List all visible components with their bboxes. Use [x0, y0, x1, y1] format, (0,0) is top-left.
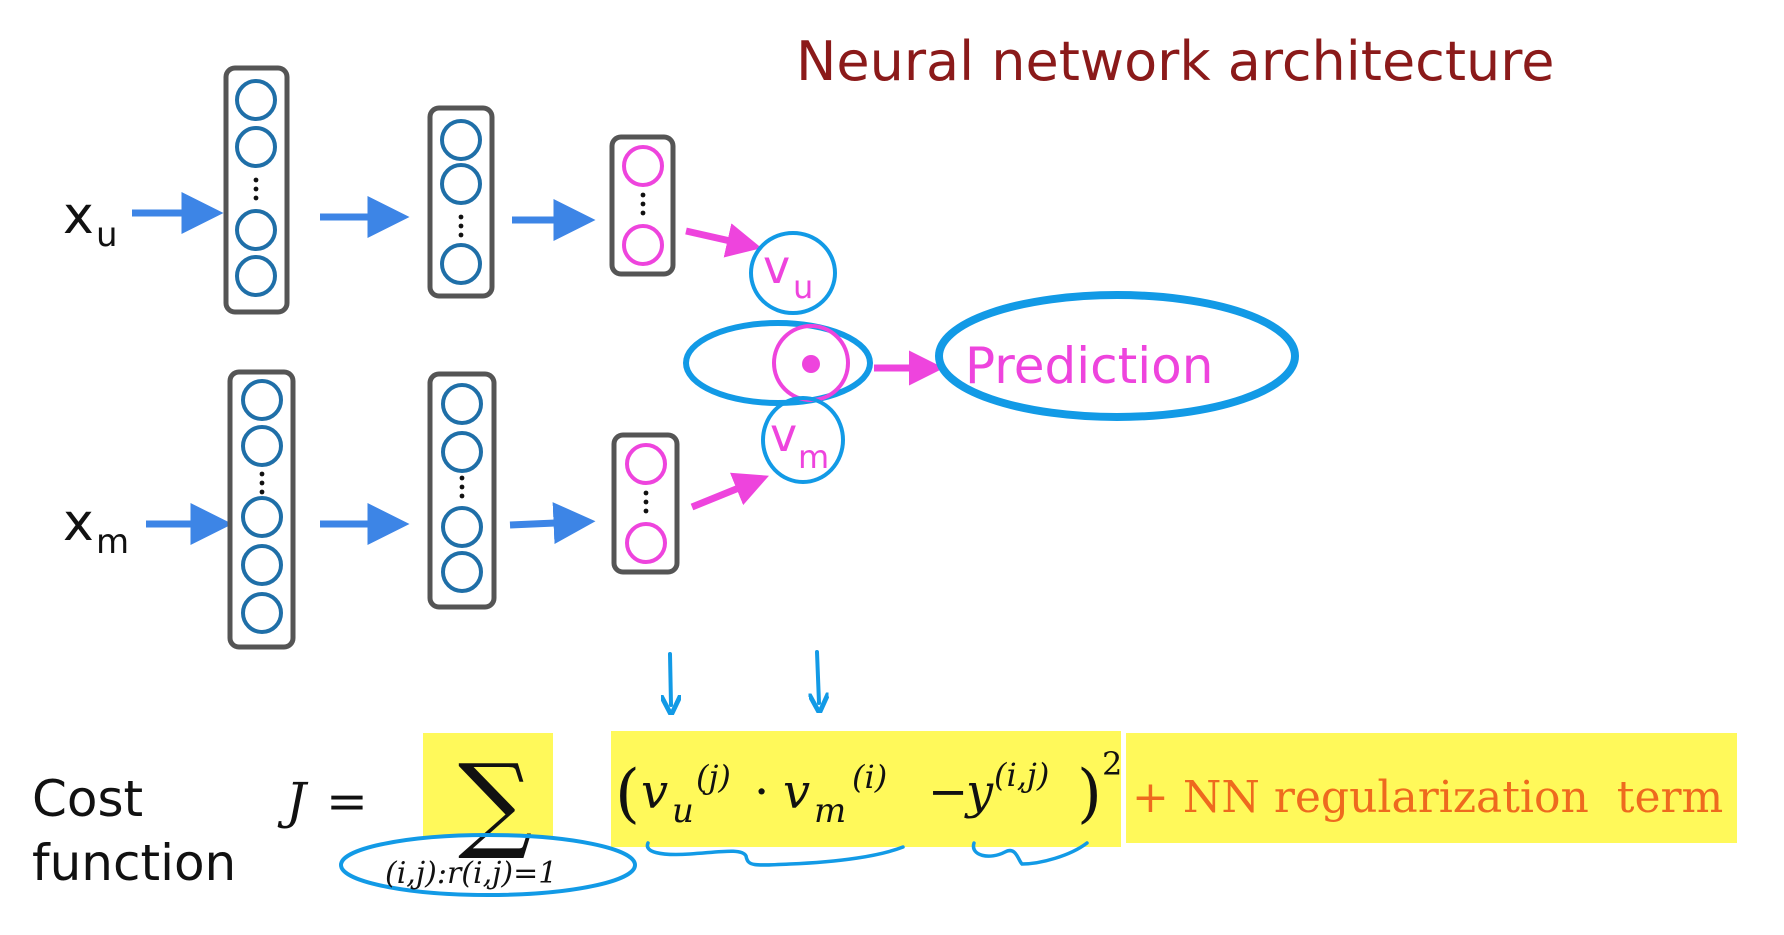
neuron: [441, 383, 483, 425]
y-symbol: y: [964, 764, 994, 820]
regularization-highlight: [1126, 733, 1737, 843]
neuron: [235, 255, 277, 297]
sum-subscript-annotation-ellipse: [339, 833, 637, 897]
neuron: [440, 163, 482, 205]
arrow-to-vu: [685, 223, 762, 258]
ellipsis-dots: [643, 490, 649, 514]
vu-annotation-circle: [749, 231, 837, 315]
equals-sign: =: [326, 772, 368, 830]
vm-symbol-subscript: m: [814, 791, 846, 831]
cost-lhs: J: [277, 772, 309, 830]
dot-operator: ·: [754, 764, 769, 820]
vm-annotation-circle: [761, 396, 845, 484]
y-symbol-superscript: (i,j): [994, 756, 1049, 794]
ellipsis-dots: [458, 214, 464, 238]
brace-prediction-term: [645, 841, 905, 867]
neuron: [441, 431, 483, 473]
square-exponent: 2: [1102, 745, 1122, 783]
vu-label: v: [763, 240, 790, 294]
sum-subscript: (i,j):r(i,j)=1: [385, 856, 557, 891]
user-layer-1: [223, 65, 290, 315]
neuron: [235, 79, 277, 121]
user-layer-2: [427, 105, 495, 299]
ellipsis-dots: [640, 192, 646, 216]
neuron: [440, 243, 482, 285]
dot-product-icon: [802, 355, 820, 373]
neuron: [235, 209, 277, 251]
arrow-layer2-to-output: [509, 502, 596, 545]
movie-layer-1: [227, 369, 296, 650]
cost-label-line2: function: [32, 834, 236, 892]
output-neuron: [622, 145, 664, 187]
ellipsis-dots: [459, 475, 465, 499]
ellipsis-dots: [253, 177, 259, 201]
movie-network: x m: [63, 369, 769, 650]
error-term-highlight: [611, 731, 1121, 847]
user-output-layer: [609, 134, 676, 277]
neuron: [441, 551, 483, 593]
arrow-to-vm: [690, 472, 769, 511]
output-neuron: [622, 224, 664, 266]
layer-box: [427, 371, 497, 610]
sum-highlight: [423, 733, 553, 837]
neuron: [241, 496, 283, 538]
neuron: [441, 506, 483, 548]
slide-title: Neural network architecture: [796, 30, 1555, 93]
vu-symbol-superscript: (j): [696, 758, 731, 796]
ellipsis-dots: [259, 471, 265, 495]
cost-function: Cost function J = ∑ (i,j):r(i,j)=1 ( v u…: [32, 731, 1737, 897]
movie-output-layer: [611, 432, 680, 575]
vu-symbol-subscript: u: [672, 791, 694, 831]
prediction-label: Prediction: [965, 337, 1213, 395]
prediction-annotation-ellipse: [935, 291, 1299, 421]
vm-symbol-superscript: (i): [852, 758, 887, 796]
minus-operator: −: [928, 764, 968, 820]
prediction-node: Prediction: [935, 291, 1299, 421]
brace-label-term: [971, 841, 1089, 866]
vm-symbol: v: [783, 764, 810, 820]
output-neuron: [625, 522, 667, 564]
user-input-subscript: u: [96, 215, 118, 255]
neuron: [440, 119, 482, 161]
cost-label-line1: Cost: [32, 770, 143, 828]
sum-symbol: ∑: [458, 741, 532, 863]
vm-subscript: m: [798, 438, 829, 476]
annotation-arrow-vm: [817, 650, 819, 703]
vu-symbol: v: [641, 764, 668, 820]
layer-box: [227, 369, 296, 650]
movie-input-label: x: [63, 493, 94, 553]
regularization-term: + NN regularization term: [1132, 772, 1723, 823]
dot-product-node: [683, 320, 873, 406]
annotation-arrow-vu: [670, 652, 671, 705]
neuron: [241, 379, 283, 421]
vu-node: v u: [749, 231, 837, 315]
neuron: [241, 592, 283, 634]
dot-product-annotation-ellipse: [683, 320, 873, 406]
movie-layer-2: [427, 371, 497, 610]
output-neuron: [625, 443, 667, 485]
neuron: [235, 126, 277, 168]
user-input-label: x: [63, 186, 94, 246]
vu-subscript: u: [793, 268, 813, 306]
neuron: [241, 544, 283, 586]
open-paren: (: [615, 757, 640, 831]
movie-input-subscript: m: [96, 522, 129, 562]
neuron: [241, 425, 283, 467]
close-paren: ): [1077, 757, 1102, 831]
vm-label: v: [770, 408, 797, 462]
vm-node: v m: [761, 396, 845, 484]
user-network: x u: [63, 65, 762, 315]
